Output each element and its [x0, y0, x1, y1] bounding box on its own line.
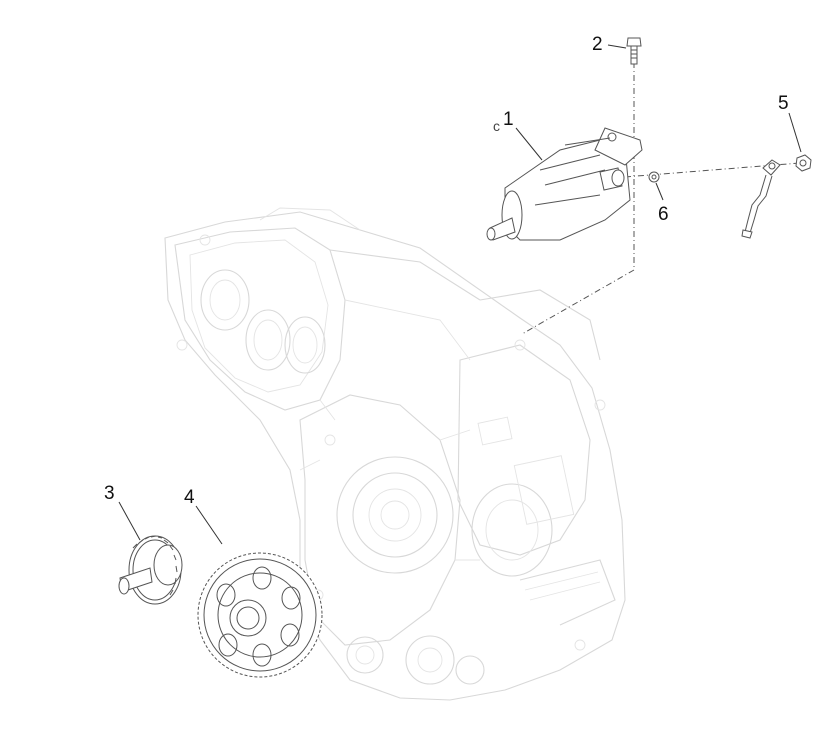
large-gear-part [197, 552, 323, 678]
hex-nut-part [795, 154, 812, 172]
callout-6: 6 [658, 204, 669, 225]
callout-3: 3 [104, 483, 115, 504]
leader-lines [118, 44, 802, 545]
callout-2: 2 [592, 34, 603, 55]
callout-1: 1 [503, 109, 514, 130]
engine-crankcase-ghost [164, 207, 626, 701]
bolt-part [626, 37, 642, 65]
extra-mark: c [493, 118, 500, 134]
gear-shaft-part [118, 535, 183, 605]
starter-motor-part [486, 127, 643, 241]
cable-part [741, 159, 781, 239]
callout-5: 5 [778, 93, 789, 114]
callout-4: 4 [184, 487, 195, 508]
washer-part [648, 171, 660, 183]
callout-labels: c 1 2 3 4 5 6 [104, 34, 789, 508]
